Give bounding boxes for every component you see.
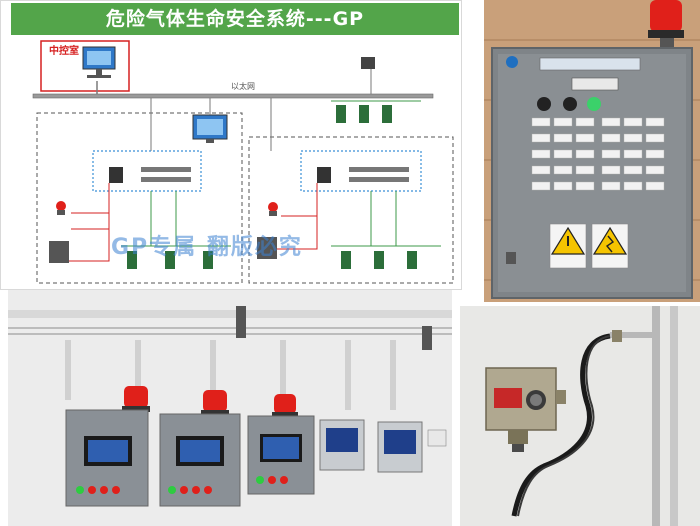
ethernet-bus: [32, 93, 434, 99]
warning-triangle-icon: [592, 226, 628, 255]
control-room-box: [40, 40, 130, 92]
monitor-icon: [192, 114, 228, 143]
control-cabinet-photo: [484, 0, 700, 302]
alarm-light-icon: [122, 386, 150, 412]
watermark-text: GP专属 翻版必究: [111, 235, 303, 260]
explosion-proof-detector-illustration: [460, 306, 700, 526]
warning-triangle-icon: [550, 226, 586, 255]
zone-left: [36, 112, 243, 284]
alarm-light-icon: [56, 201, 66, 215]
alarm-light-icon: [201, 390, 229, 416]
gp-logo-icon: [506, 56, 518, 68]
alarm-light-icon: [648, 0, 684, 48]
controller-box-right: [300, 150, 422, 192]
controller-box-left: [92, 150, 202, 192]
alarm-light-icon: [268, 202, 278, 216]
control-room-label: 中控室: [49, 44, 79, 57]
system-diagram-panel: 危险气体生命安全系统---GP 中控室 以太网: [0, 0, 462, 290]
wall-installation-illustration: [8, 290, 452, 526]
monitor-icon: [82, 46, 116, 78]
explosion-proof-detector-photo: [460, 306, 700, 526]
system-diagram: 中控室 以太网: [32, 40, 454, 284]
alarm-light-icon: [272, 394, 298, 418]
zone-right: [248, 136, 454, 284]
diagram-title: 危险气体生命安全系统---GP: [11, 3, 459, 35]
wall-installation-photo: [8, 290, 452, 526]
ethernet-label: 以太网: [231, 81, 255, 91]
control-cabinet-illustration: [484, 0, 700, 302]
